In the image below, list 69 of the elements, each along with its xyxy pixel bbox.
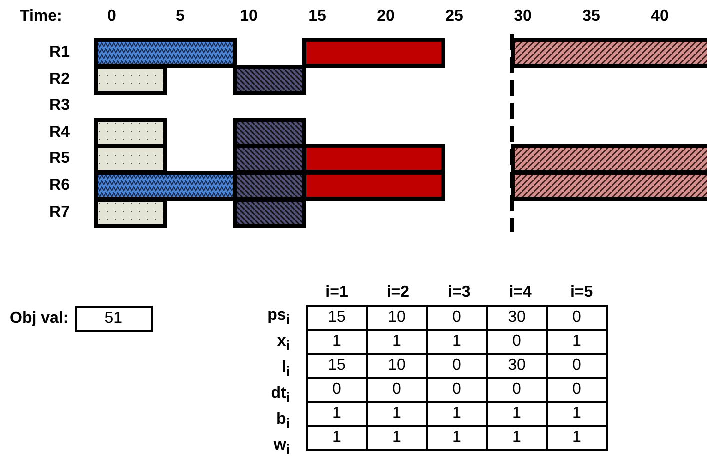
table-cell: 1: [547, 402, 607, 426]
column-header: i=4: [509, 284, 532, 302]
table-cell: 0: [367, 378, 427, 402]
row-label: R7: [50, 204, 70, 222]
tick-label: 40: [651, 8, 669, 26]
row-label: R5: [50, 150, 70, 168]
time-axis-label: Time:: [20, 8, 62, 26]
row-label: R6: [50, 177, 70, 195]
gantt-bar: [94, 198, 168, 228]
table-cell: 0: [487, 378, 547, 402]
table-cell: 10: [367, 306, 427, 330]
gantt-bar: [511, 38, 707, 68]
column-header: i=1: [326, 284, 348, 302]
tick-label: 5: [176, 8, 185, 26]
table-cell: 0: [307, 378, 367, 402]
table-cell: 1: [307, 330, 367, 354]
table-cell: 1: [367, 330, 427, 354]
row-header: l$_{i}$: [282, 359, 290, 382]
table-cell: 1: [487, 426, 547, 450]
row-label: R1: [50, 44, 70, 62]
tick-label: 10: [240, 8, 258, 26]
tick-label: 25: [446, 8, 464, 26]
gantt-bar: [511, 144, 707, 174]
table-cell: 0: [427, 306, 487, 330]
row-header: w$_{i}$: [274, 437, 290, 460]
value-box: 51: [74, 306, 153, 332]
tick-label: 15: [308, 8, 326, 26]
row-header: dt$_{i}$: [271, 385, 290, 408]
table-cell: 0: [427, 354, 487, 378]
table-cell: 30: [487, 306, 547, 330]
column-header: i=5: [570, 284, 594, 302]
tick-label: 20: [377, 8, 395, 26]
table-cell: 1: [367, 402, 427, 426]
column-header: i=2: [386, 284, 410, 302]
table-cell: 0: [487, 330, 547, 354]
gantt-bar: [302, 38, 446, 68]
row-label: R4: [50, 124, 70, 142]
table-cell: 1: [367, 426, 427, 450]
table-cell: 0: [427, 378, 487, 402]
table-cell: 15: [307, 306, 367, 330]
table-cell: 0: [547, 354, 607, 378]
table-cell: 1: [427, 402, 487, 426]
row-header: ps$_{i}$: [268, 307, 290, 330]
gantt-bar: [511, 171, 707, 201]
gantt-bar: [233, 65, 306, 95]
table-cell: 15: [307, 354, 367, 378]
column-header: i=3: [448, 284, 471, 302]
field-label: Obj val:: [10, 310, 69, 328]
table-cell: 30: [487, 354, 547, 378]
gantt-bar: [233, 198, 306, 228]
tick-label: 35: [582, 8, 600, 26]
row-label: R2: [50, 71, 70, 89]
table-cell: 1: [307, 402, 367, 426]
tick-label: 0: [108, 8, 116, 26]
row-header: b$_{i}$: [276, 411, 290, 434]
table-cell: 0: [547, 306, 607, 330]
table-cell: 1: [547, 426, 607, 450]
table-cell: 1: [547, 330, 607, 354]
table-cell: 1: [307, 426, 367, 450]
row-header: x$_{i}$: [277, 333, 290, 356]
table-cell: 1: [487, 402, 547, 426]
gantt-bar: [94, 65, 168, 95]
table-cell: 1: [427, 330, 487, 354]
table-cell: 10: [367, 354, 427, 378]
table-cell: 0: [547, 378, 607, 402]
table-cell: 1: [427, 426, 487, 450]
gantt-bar: [94, 38, 237, 68]
row-label: R3: [50, 97, 70, 115]
tick-label: 30: [514, 8, 532, 26]
